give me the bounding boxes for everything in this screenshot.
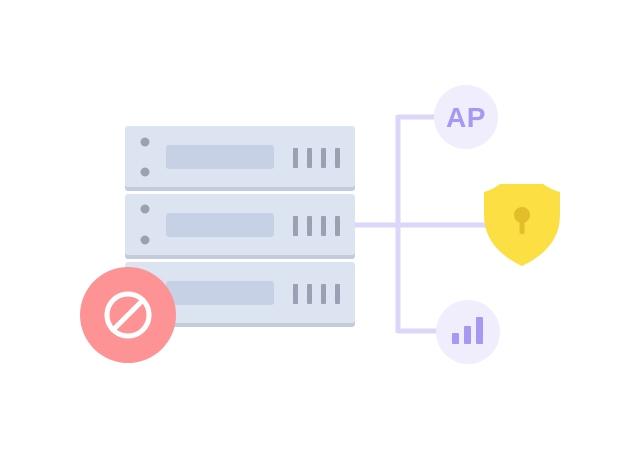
server-unit xyxy=(125,262,355,327)
server-slot xyxy=(166,145,274,169)
ap-badge-icon xyxy=(434,85,498,149)
ap-label: AP xyxy=(446,102,486,133)
server-unit xyxy=(125,126,355,191)
server-led xyxy=(140,167,150,177)
keyhole xyxy=(514,207,530,223)
server-slot xyxy=(166,281,274,305)
server-led xyxy=(140,137,150,147)
server-vents xyxy=(293,284,340,304)
server-led xyxy=(140,204,150,214)
server-vents xyxy=(293,216,340,236)
connector-lines xyxy=(353,114,492,334)
blocked-icon xyxy=(80,267,176,363)
server-slot xyxy=(166,213,274,237)
server-vents xyxy=(293,148,340,168)
shield-lock-icon xyxy=(484,184,560,266)
server-rack-icon xyxy=(125,126,355,327)
signal-bars-icon xyxy=(436,300,500,364)
server-led xyxy=(140,235,150,245)
server-unit xyxy=(125,194,355,259)
